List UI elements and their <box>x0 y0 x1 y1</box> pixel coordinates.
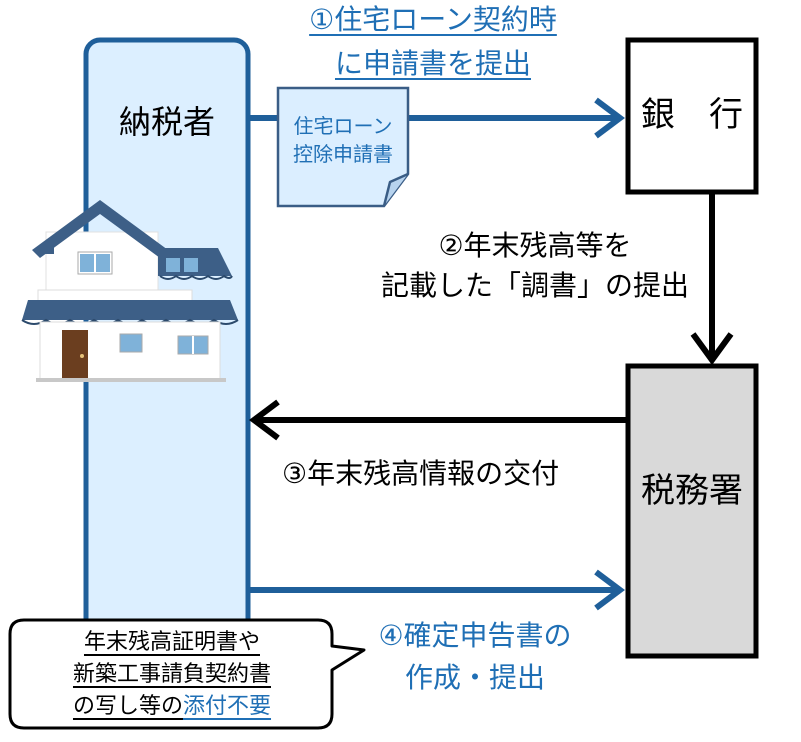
bubble-line3: の写し等の添付不要 <box>14 696 330 718</box>
document-label-line1: 住宅ローン <box>293 114 393 138</box>
step4-line2: 作成・提出 <box>404 661 545 694</box>
speech-bubble <box>8 618 366 730</box>
arrow-down-icon <box>690 194 734 366</box>
arrow-right-icon <box>250 569 625 611</box>
step4-line1: ④確定申告書の <box>378 619 572 652</box>
step2-line1: ②年末残高等を <box>438 229 632 262</box>
step1-line2: に申請書を提出 <box>334 47 531 80</box>
taxpayer-label: 納税者 <box>118 103 215 141</box>
step1-line1: ①住宅ローン契約時 <box>309 3 557 36</box>
tax-office-label: 税務署 <box>641 471 743 511</box>
step3-label: ③年末残高情報の交付 <box>282 457 560 490</box>
bubble-line1: 年末残高証明書や <box>83 630 260 655</box>
arrow-left-icon <box>249 399 626 441</box>
step2-line2: 記載した「調書」の提出 <box>380 269 689 302</box>
house-icon <box>21 200 239 382</box>
bubble-line2: 新築工事請負契約書 <box>72 662 271 687</box>
document-icon <box>276 86 410 208</box>
document-label-line2: 控除申請書 <box>293 142 393 166</box>
bank-label: 銀 行 <box>641 95 743 135</box>
tax-office-box <box>625 363 759 659</box>
bubble-line3-highlight: 添付不要 <box>183 694 272 719</box>
bank-box <box>625 37 759 195</box>
bubble-line3-prefix: の写し等の <box>72 694 183 719</box>
